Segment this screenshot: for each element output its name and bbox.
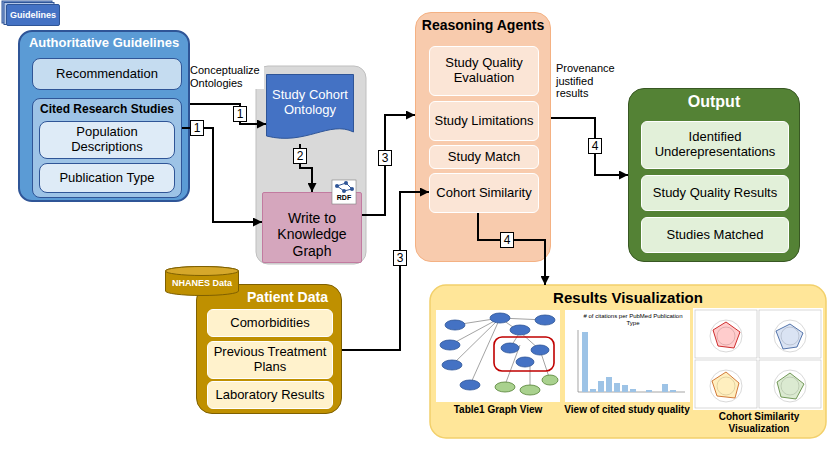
studies-group: Population DescriptionsPublication Type C… xyxy=(32,98,182,198)
callout-number: 1 xyxy=(233,106,247,122)
node-text: Patient Data xyxy=(247,289,328,305)
node-text: Write to Knowledge Graph xyxy=(266,210,358,258)
node-text: Study Cohort Ontology xyxy=(269,88,351,118)
node-text: Recommendation xyxy=(56,67,158,82)
chart-title: # of citations per PubMed Publication Ty… xyxy=(580,313,686,327)
callout-number: 3 xyxy=(393,250,407,266)
radar-chart-illustration xyxy=(693,308,823,410)
node-text: Study Match xyxy=(448,150,520,165)
guidelines-icon: Guidelines xyxy=(6,4,60,26)
process-box: Cohort Similarity xyxy=(429,173,539,213)
results-panel xyxy=(430,285,826,438)
edge-label: Conceptualize Ontologies xyxy=(190,64,264,89)
node-text: Results Visualization xyxy=(553,289,703,306)
process-box: Population Descriptions xyxy=(39,121,175,159)
node-text: Identified Underepresentations xyxy=(645,130,785,160)
document-shape: Study Cohort Ontology xyxy=(266,74,354,144)
node-text: Study Quality Results xyxy=(653,186,777,201)
node-text: Output xyxy=(688,93,740,111)
icon-text: RDF xyxy=(333,194,355,202)
node-text: Reasoning Agents xyxy=(422,17,544,33)
process-box: Write to Knowledge Graph xyxy=(262,192,362,263)
edge-label: Provenance justified results xyxy=(556,62,626,100)
process-box: Study Quality Results xyxy=(641,175,789,211)
process-box: Laboratory Results xyxy=(207,381,333,409)
connector-arrow xyxy=(362,115,415,215)
graph-view-illustration xyxy=(436,310,560,402)
callout-number: 4 xyxy=(500,232,514,248)
process-box: Study Limitations xyxy=(429,101,539,141)
guidelines-group: RecommendationPopulation DescriptionsPub… xyxy=(18,30,190,202)
process-box: Study Quality Evaluation xyxy=(429,46,539,96)
callout-number: 2 xyxy=(293,148,307,164)
patient-group: ComorbiditiesPrevious Treatment PlansLab… xyxy=(196,284,342,414)
node-text: Guidelines xyxy=(10,10,56,20)
database-cylinder: NHANES Data xyxy=(165,266,239,296)
caption: Table1 Graph View xyxy=(436,404,560,416)
connector-arrow xyxy=(551,118,628,175)
caption: Cohort Similarity Visualization xyxy=(692,411,826,434)
node-text: Population Descriptions xyxy=(43,125,171,155)
process-box: Identified Underepresentations xyxy=(641,121,789,169)
process-box: Recommendation xyxy=(32,58,182,90)
output-group: Identified UnderepresentationsStudy Qual… xyxy=(628,88,800,262)
node-text: Study Limitations xyxy=(435,114,534,129)
agents-group: Study Quality EvaluationStudy Limitation… xyxy=(415,12,551,262)
node-text: Previous Treatment Plans xyxy=(211,345,329,375)
caption: View of cited study quality xyxy=(562,404,692,416)
node-text: Cited Research Studies xyxy=(40,103,174,117)
callout-number: 1 xyxy=(190,120,204,136)
process-box: Study Match xyxy=(429,145,539,169)
node-text: Comorbidities xyxy=(230,316,309,331)
node-text: Study Quality Evaluation xyxy=(433,56,535,86)
ontology-panel xyxy=(256,66,366,264)
process-box: Studies Matched xyxy=(641,217,789,253)
process-box: Publication Type xyxy=(39,163,175,193)
node-text: Laboratory Results xyxy=(215,388,324,403)
node-text: Authoritative Guidelines xyxy=(29,36,179,51)
node-text: NHANES Data xyxy=(172,278,232,288)
connector-arrow xyxy=(182,128,262,222)
callout-number: 3 xyxy=(378,150,392,166)
process-box: Previous Treatment Plans xyxy=(207,341,333,379)
node-text: Cohort Similarity xyxy=(436,186,531,201)
node-text: Studies Matched xyxy=(667,228,764,243)
process-box: Comorbidities xyxy=(207,309,333,337)
node-text: Publication Type xyxy=(59,171,154,186)
bar-chart-illustration xyxy=(565,310,690,402)
callout-number: 4 xyxy=(588,138,602,154)
